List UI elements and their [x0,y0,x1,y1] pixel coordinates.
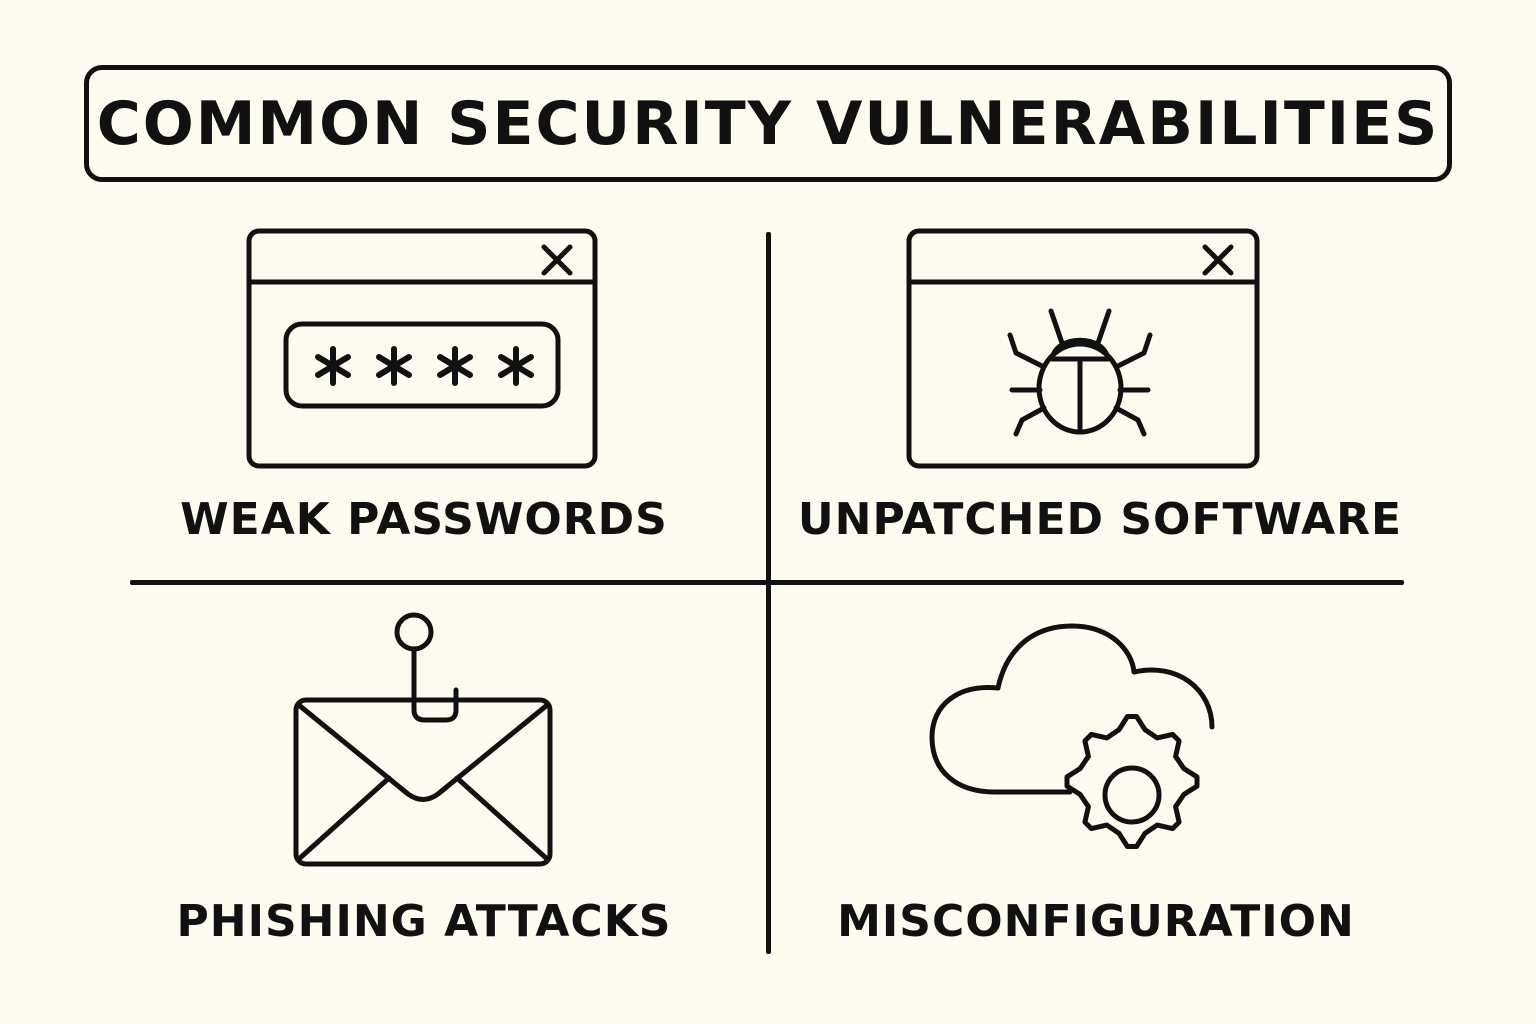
envelope-body [293,697,553,867]
title-banner: COMMON SECURITY VULNERABILITIES [84,65,1452,182]
password-window-icon [240,222,604,476]
label-phishing-attacks: PHISHING ATTACKS [176,896,672,947]
bug-window-icon [900,222,1266,476]
label-misconfiguration: MISCONFIGURATION [837,896,1355,947]
horizontal-divider [130,580,1404,585]
bug-icon [1007,308,1153,437]
label-weak-passwords: WEAK PASSWORDS [180,494,668,545]
password-field [283,321,561,409]
label-unpatched-software: UNPATCHED SOFTWARE [797,494,1403,545]
vertical-divider [766,232,771,954]
cloud-outline [929,623,1215,795]
page-title: COMMON SECURITY VULNERABILITIES [96,88,1440,159]
gear-icon [1064,714,1200,849]
envelope-flap [297,703,549,802]
cloud-gear-icon [920,612,1240,892]
hook-eye [394,612,434,652]
hooked-envelope-icon [286,606,562,874]
masked-characters [315,346,534,386]
fishing-hook [411,646,459,723]
